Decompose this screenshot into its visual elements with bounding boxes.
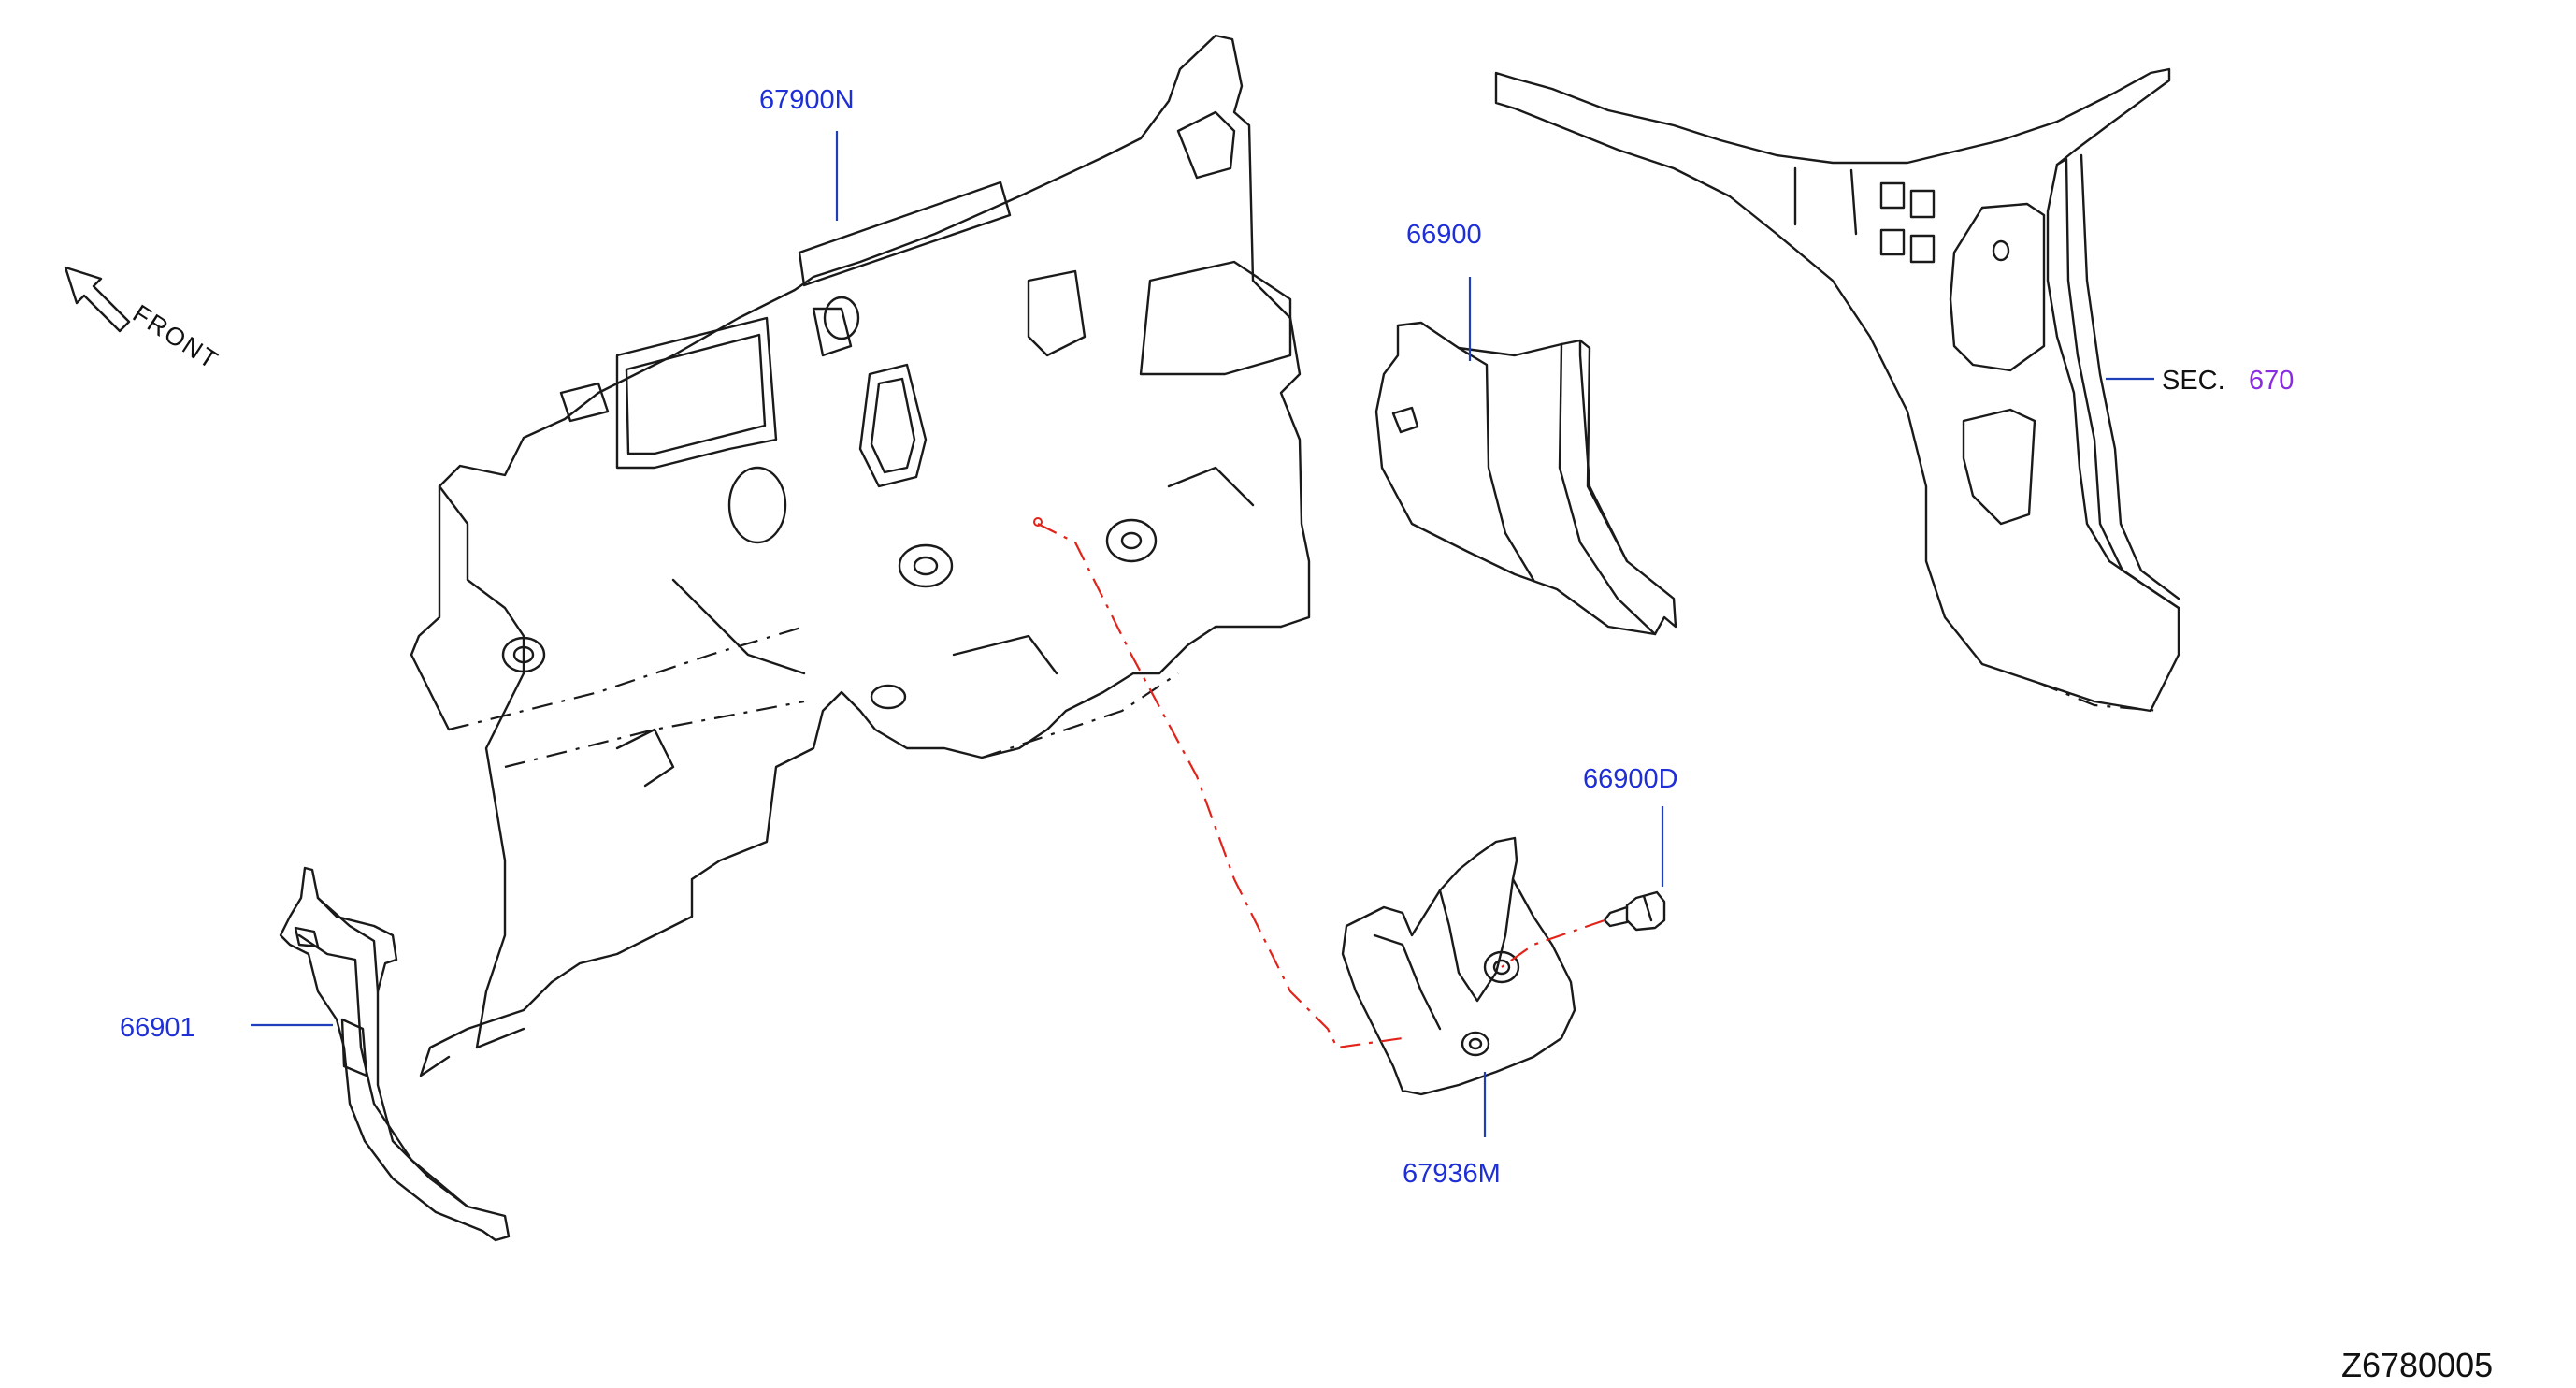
callout-66900: 66900 xyxy=(1406,220,1482,250)
cowl-side-panel-66900 xyxy=(1374,321,1677,636)
assembly-point xyxy=(1033,517,1043,527)
drawing-id: Z6780005 xyxy=(2341,1346,2493,1384)
callout-67900N: 67900N xyxy=(759,85,855,115)
assembly-line-bracket-to-insulator xyxy=(1037,523,1403,1049)
clip-66900D xyxy=(1603,890,1666,932)
front-label: FRONT xyxy=(128,299,224,375)
callout-67936M: 67936M xyxy=(1403,1159,1501,1189)
arrow-up-left-icon xyxy=(64,266,131,333)
assembly-line-clip-to-bracket xyxy=(1501,918,1605,968)
front-direction-marker: FRONT xyxy=(64,266,224,375)
side-body-section-670 xyxy=(1494,67,2180,713)
section-ref-label: SEC. xyxy=(2162,366,2225,396)
bracket-67936M xyxy=(1341,836,1576,1096)
dash-insulator-67900N xyxy=(410,34,1311,1077)
callout-66901: 66901 xyxy=(120,1013,195,1043)
section-ref-number: 670 xyxy=(2249,366,2294,396)
pillar-reinforcement-66901 xyxy=(279,866,511,1242)
callout-66900D: 66900D xyxy=(1583,764,1678,794)
